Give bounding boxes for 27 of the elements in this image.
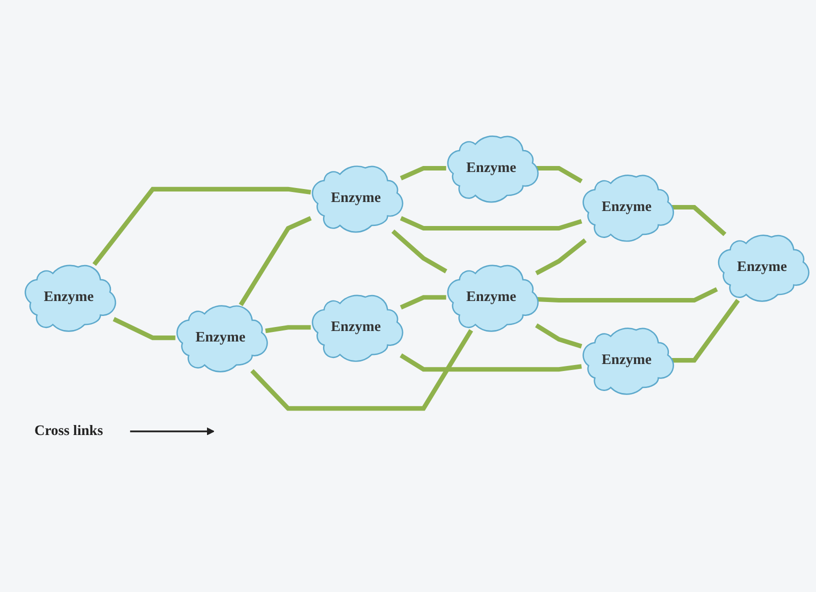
enzyme-cloud: Enzyme bbox=[447, 136, 539, 203]
callout-text: Cross links bbox=[34, 423, 103, 439]
cross-link-line bbox=[672, 298, 740, 363]
cross-link-line bbox=[535, 323, 582, 348]
cross-link-line bbox=[400, 295, 446, 310]
cross-link-line bbox=[92, 186, 312, 266]
enzyme-cloud: Enzyme bbox=[447, 264, 539, 332]
enzyme-cloud: Enzyme bbox=[312, 294, 404, 362]
enzyme-cloud: Enzyme bbox=[176, 305, 268, 372]
cross-link-line bbox=[536, 287, 718, 302]
cross-link-line bbox=[400, 353, 582, 372]
cross-link-line bbox=[265, 325, 311, 334]
cross-link-line bbox=[536, 166, 583, 184]
cross-link-line bbox=[672, 205, 726, 236]
enzyme-cloud: Enzyme bbox=[718, 234, 810, 302]
enzyme-cloud: Enzyme bbox=[582, 174, 674, 242]
cross-link-line bbox=[400, 216, 582, 230]
cross-link-line bbox=[238, 216, 312, 306]
cross-link-line bbox=[391, 229, 448, 274]
cross-link-line bbox=[400, 166, 446, 180]
cross-link-line bbox=[112, 316, 176, 340]
leader-arrow bbox=[130, 427, 214, 436]
enzyme-cloud: Enzyme bbox=[312, 166, 404, 233]
cross-link-line bbox=[535, 238, 587, 276]
cross-link-line bbox=[250, 329, 474, 411]
enzyme-cloud: Enzyme bbox=[582, 328, 674, 395]
enzyme-cloud: Enzyme bbox=[24, 264, 116, 332]
